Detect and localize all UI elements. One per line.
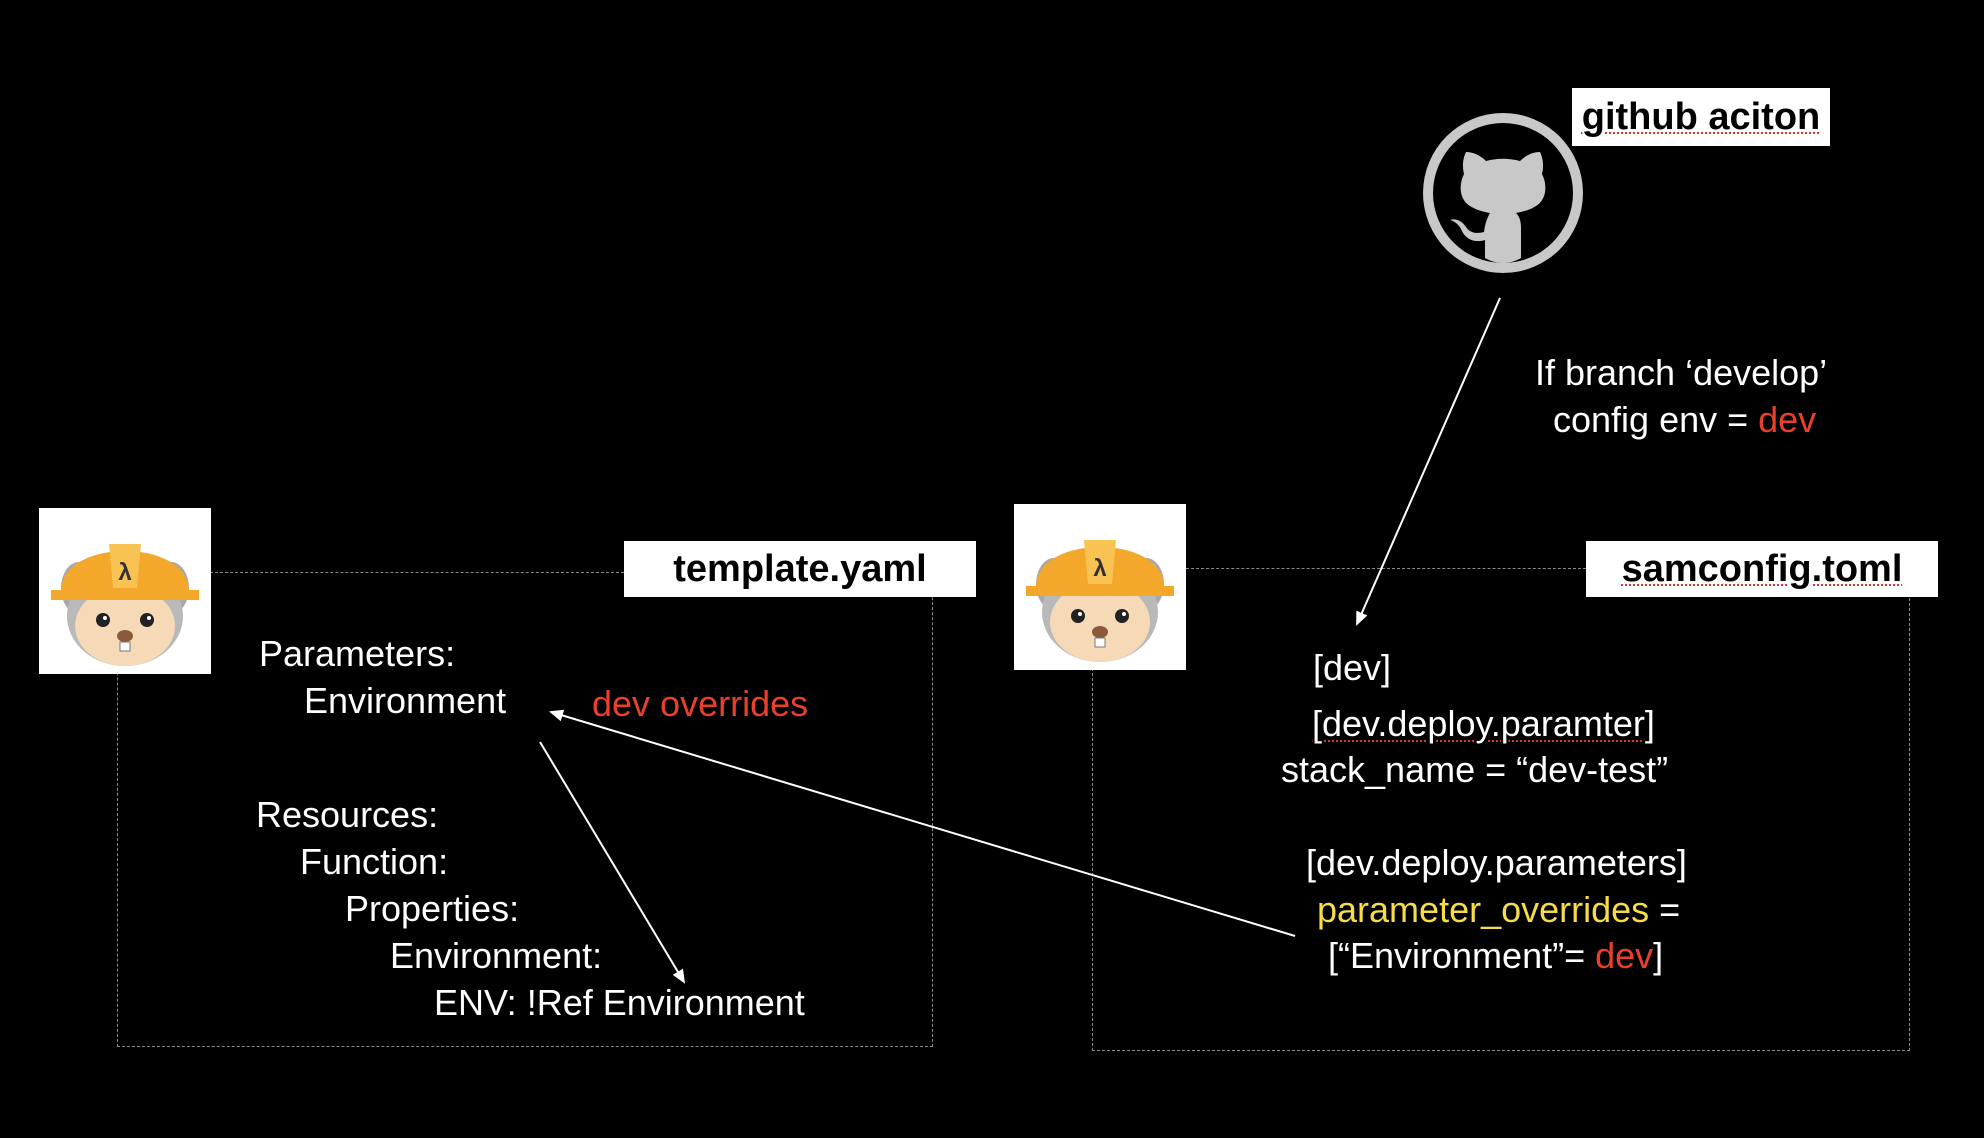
yaml-function: Function: bbox=[300, 841, 449, 882]
github-action-label-text: github aciton bbox=[1581, 95, 1821, 138]
yaml-environment-param: Environment bbox=[304, 680, 507, 721]
template-panel-top-edge bbox=[210, 572, 624, 573]
yaml-resources: Resources: bbox=[256, 794, 439, 835]
toml-overrides-value: [“Environment”= dev] bbox=[1328, 938, 1663, 974]
toml-parameter-overrides: parameter_overrides = bbox=[1317, 892, 1680, 928]
sam-squirrel-lambda-icon: λ bbox=[1026, 540, 1174, 662]
samconfig-panel-top-edge bbox=[1186, 568, 1586, 569]
template-avatar-card: λ bbox=[39, 508, 211, 674]
samconfig-file-label: samconfig.toml bbox=[1586, 541, 1938, 597]
github-icon bbox=[1418, 108, 1588, 278]
branch-condition-line2: config env = dev bbox=[1553, 402, 1816, 438]
yaml-env-ref: ENV: !Ref Environment bbox=[434, 982, 805, 1023]
overrides-value-suffix: ] bbox=[1653, 935, 1664, 976]
parameter-overrides-eq: = bbox=[1649, 889, 1681, 930]
sam-squirrel-lambda-icon: λ bbox=[51, 544, 199, 666]
dev-overrides-note: dev overrides bbox=[592, 683, 809, 724]
github-action-label: github aciton bbox=[1572, 88, 1830, 146]
template-file-label: template.yaml bbox=[624, 541, 976, 597]
yaml-environment: Environment: bbox=[390, 935, 603, 976]
yaml-parameters: Parameters: bbox=[259, 633, 456, 674]
template-file-label-text: template.yaml bbox=[673, 547, 927, 590]
branch-condition-line1: If branch ‘develop’ bbox=[1535, 352, 1828, 393]
samconfig-panel-frame bbox=[1092, 568, 1910, 1051]
parameter-overrides-key: parameter_overrides bbox=[1317, 889, 1650, 930]
overrides-value-env: dev bbox=[1595, 935, 1654, 976]
svg-text:λ: λ bbox=[118, 559, 131, 586]
samconfig-avatar-card: λ bbox=[1014, 504, 1186, 670]
samconfig-file-label-text: samconfig.toml bbox=[1621, 547, 1903, 590]
config-env-value: dev bbox=[1758, 399, 1817, 440]
toml-section-deploy-parameters: [dev.deploy.parameters] bbox=[1306, 842, 1687, 883]
svg-text:λ: λ bbox=[1093, 555, 1106, 582]
overrides-value-prefix: [“Environment”= bbox=[1328, 935, 1596, 976]
toml-section-deploy-paramter-text: [dev.deploy.paramter] bbox=[1312, 703, 1655, 744]
yaml-properties: Properties: bbox=[345, 888, 520, 929]
toml-section-deploy-paramter: [dev.deploy.paramter] bbox=[1312, 706, 1655, 742]
toml-section-dev: [dev] bbox=[1313, 647, 1392, 688]
config-env-label: config env = bbox=[1553, 399, 1759, 440]
toml-stack-name: stack_name = “dev-test” bbox=[1281, 749, 1669, 790]
